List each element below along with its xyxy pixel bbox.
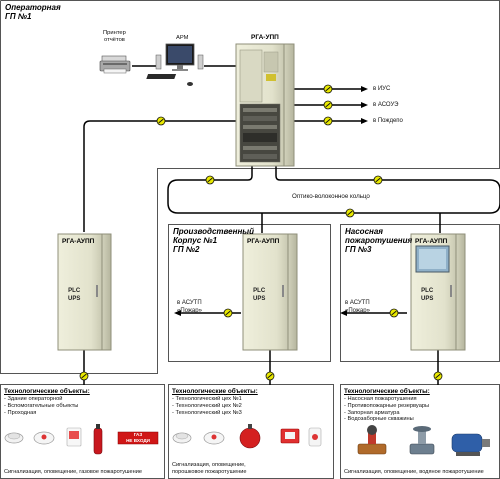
list-item: Вспомогательные объекты bbox=[4, 403, 78, 410]
left-cabinet bbox=[57, 233, 112, 351]
right-cabinet bbox=[410, 233, 466, 351]
warning-sign-icon bbox=[117, 431, 159, 445]
fire-valve-icon bbox=[357, 425, 387, 455]
workstation-icon bbox=[146, 43, 204, 86]
printer-label: Принтер отчётов bbox=[103, 30, 126, 43]
main-cabinet bbox=[235, 43, 295, 167]
ius-label: в ИУС bbox=[373, 86, 391, 92]
box2-footer: Сигнализация, оповещение, порошковое пож… bbox=[172, 462, 247, 475]
list-item: Технологический цех №2 bbox=[172, 403, 241, 410]
warning-sign-text: ГАЗ НЕ ВХОДИ bbox=[126, 432, 150, 443]
list-item: Водозаборные скважины bbox=[344, 416, 429, 423]
mid-cabinet-label: РГА-АУПП bbox=[247, 238, 280, 245]
asutp-mid-label: в АСУТП «Пожар» bbox=[177, 300, 202, 314]
mid-cabinet bbox=[242, 233, 298, 351]
box3-footer: Сигнализация, оповещение, водяное пожаро… bbox=[344, 469, 484, 475]
operator-room-title: Операторная ГП №1 bbox=[5, 3, 61, 21]
box1-title: Технологические объекты: bbox=[4, 388, 90, 395]
arm-label: АРМ bbox=[176, 35, 189, 41]
heat-detector-icon bbox=[33, 431, 55, 445]
production-zone-title: Производственный Корпус №1 ГП №2 bbox=[173, 227, 254, 254]
box2-title: Технологические объекты: bbox=[172, 388, 258, 395]
list-item: Здание операторной bbox=[4, 396, 78, 403]
box2-list: Технологический цех №1 Технологический ц… bbox=[172, 396, 241, 417]
box3-title: Технологические объекты: bbox=[344, 388, 430, 395]
smoke-detector-icon bbox=[4, 432, 24, 444]
right-cabinet-label: РГА-АУПП bbox=[415, 238, 448, 245]
box1-footer: Сигнализация, оповещение, газовое пожаро… bbox=[4, 469, 142, 475]
manual-call-point-icon-2 bbox=[280, 428, 300, 444]
asutp-right-label: в АСУТП «Пожар» bbox=[345, 300, 370, 314]
production-zone-border bbox=[168, 224, 331, 362]
smoke-detector-icon-2 bbox=[172, 432, 192, 444]
shutoff-valve-icon bbox=[409, 426, 435, 455]
list-item: Противопожарные резервуары bbox=[344, 403, 429, 410]
list-item: Технологический цех №1 bbox=[172, 396, 241, 403]
heat-detector-icon-2 bbox=[203, 431, 225, 445]
list-item: Насосная пожаротушения bbox=[344, 396, 429, 403]
fiber-ring-label: Оптико-волоконное кольцо bbox=[292, 193, 370, 200]
asoue-label: в АСОУЭ bbox=[373, 102, 399, 108]
list-item: Технологический цех №3 bbox=[172, 410, 241, 417]
mid-plc-ups-label: PLC UPS bbox=[253, 288, 266, 302]
pozhdepo-label: в Пождепо bbox=[373, 118, 403, 124]
arrow-heads bbox=[174, 86, 368, 316]
box1-list: Здание операторной Вспомогательные объек… bbox=[4, 396, 78, 416]
left-cabinet-label: РГА-АУПП bbox=[62, 238, 95, 245]
powder-module-icon bbox=[239, 424, 261, 449]
printer-icon bbox=[99, 55, 131, 74]
pump-zone-title: Насосная пожаротушения ГП №3 bbox=[345, 227, 413, 254]
list-item: Проходная bbox=[4, 410, 78, 417]
manual-call-point-icon bbox=[66, 427, 82, 447]
box3-list: Насосная пожаротушения Противопожарные р… bbox=[344, 396, 429, 423]
list-item: Запорная арматура bbox=[344, 410, 429, 417]
right-plc-ups-label: PLC UPS bbox=[421, 288, 434, 302]
sounder-icon bbox=[308, 427, 322, 447]
pump-motor-icon bbox=[451, 433, 490, 456]
fire-extinguisher-icon bbox=[93, 424, 103, 455]
main-cabinet-label: РГА-УПП bbox=[251, 34, 279, 41]
left-plc-ups-label: PLC UPS bbox=[68, 288, 81, 302]
